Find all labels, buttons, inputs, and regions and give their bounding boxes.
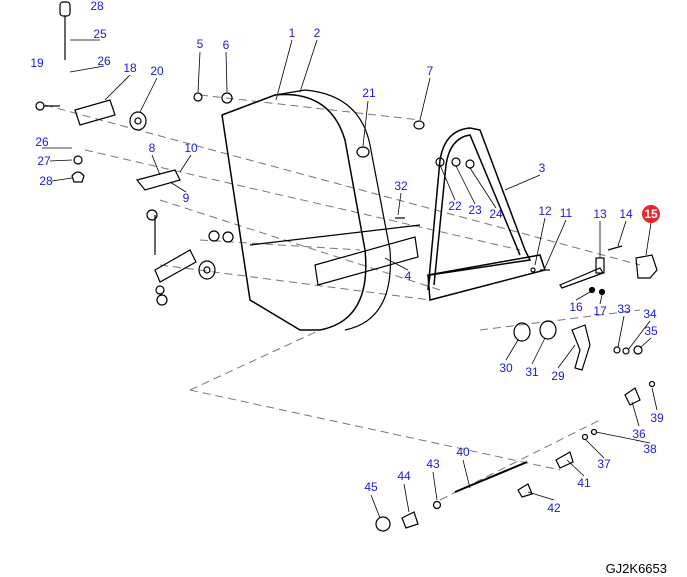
callout-label[interactable]: 26 <box>35 135 49 149</box>
callout-label[interactable]: 1 <box>288 26 296 40</box>
callout-label[interactable]: 29 <box>551 369 565 383</box>
hinge-parts <box>35 1 216 306</box>
small-parts <box>193 92 658 532</box>
callout-label[interactable]: 22 <box>448 199 462 213</box>
callout-label[interactable]: 17 <box>593 304 607 318</box>
callout-label[interactable]: 19 <box>30 56 44 70</box>
callout-label[interactable]: 5 <box>196 37 204 51</box>
callout-label[interactable]: 38 <box>643 442 657 456</box>
door-panel-1 <box>221 93 367 331</box>
callout-highlighted[interactable]: 15 <box>642 205 660 223</box>
callout-label[interactable]: 37 <box>597 457 611 471</box>
callout-label[interactable]: 9 <box>182 191 190 205</box>
callout-label[interactable]: 11 <box>559 206 573 220</box>
drawing-code: GJ2K6653 <box>605 561 667 576</box>
callout-label[interactable]: 12 <box>538 204 552 218</box>
callout-label[interactable]: 8 <box>148 141 156 155</box>
door-panel-2 <box>274 89 392 331</box>
callout-label[interactable]: 41 <box>577 476 591 490</box>
leader-lines <box>42 39 658 519</box>
callout-label[interactable]: 45 <box>364 480 378 494</box>
callout-label[interactable]: 13 <box>593 207 607 221</box>
callout-label[interactable]: 33 <box>617 302 631 316</box>
callout-label[interactable]: 21 <box>362 86 376 100</box>
callout-label[interactable]: 34 <box>643 307 657 321</box>
callout-label[interactable]: 26 <box>97 54 111 68</box>
callout-label[interactable]: 43 <box>426 457 440 471</box>
callout-label[interactable]: 16 <box>569 300 583 314</box>
callout-label[interactable]: 40 <box>456 445 470 459</box>
callout-label[interactable]: 28 <box>39 174 53 188</box>
callout-label[interactable]: 36 <box>632 427 646 441</box>
callout-label[interactable]: 44 <box>397 469 411 483</box>
callout-label[interactable]: 23 <box>468 203 482 217</box>
callout-label[interactable]: 30 <box>499 361 513 375</box>
callout-label[interactable]: 35 <box>644 324 658 338</box>
callout-label[interactable]: 7 <box>426 64 434 78</box>
callout-label[interactable]: 42 <box>547 501 561 515</box>
callout-label[interactable]: 24 <box>489 207 503 221</box>
callout-label[interactable]: 4 <box>404 269 412 283</box>
callout-label[interactable]: 14 <box>619 207 633 221</box>
dashed-assembly-lines <box>44 94 641 501</box>
callout-label[interactable]: 3 <box>538 161 546 175</box>
callout-label[interactable]: 20 <box>150 64 164 78</box>
callout-label[interactable]: 28 <box>90 0 104 13</box>
callout-label[interactable]: 18 <box>123 61 137 75</box>
callout-label[interactable]: 10 <box>184 141 198 155</box>
callout-label[interactable]: 25 <box>93 27 107 41</box>
callout-label[interactable]: 32 <box>394 179 408 193</box>
mounting-bar-4 <box>249 224 421 286</box>
callout-label[interactable]: 39 <box>650 411 664 425</box>
callout-label[interactable]: 2 <box>313 26 321 40</box>
frame-3 <box>427 127 546 301</box>
callout-label[interactable]: 27 <box>37 154 51 168</box>
callout-label[interactable]: 6 <box>222 38 230 52</box>
callout-label[interactable]: 31 <box>525 365 539 379</box>
